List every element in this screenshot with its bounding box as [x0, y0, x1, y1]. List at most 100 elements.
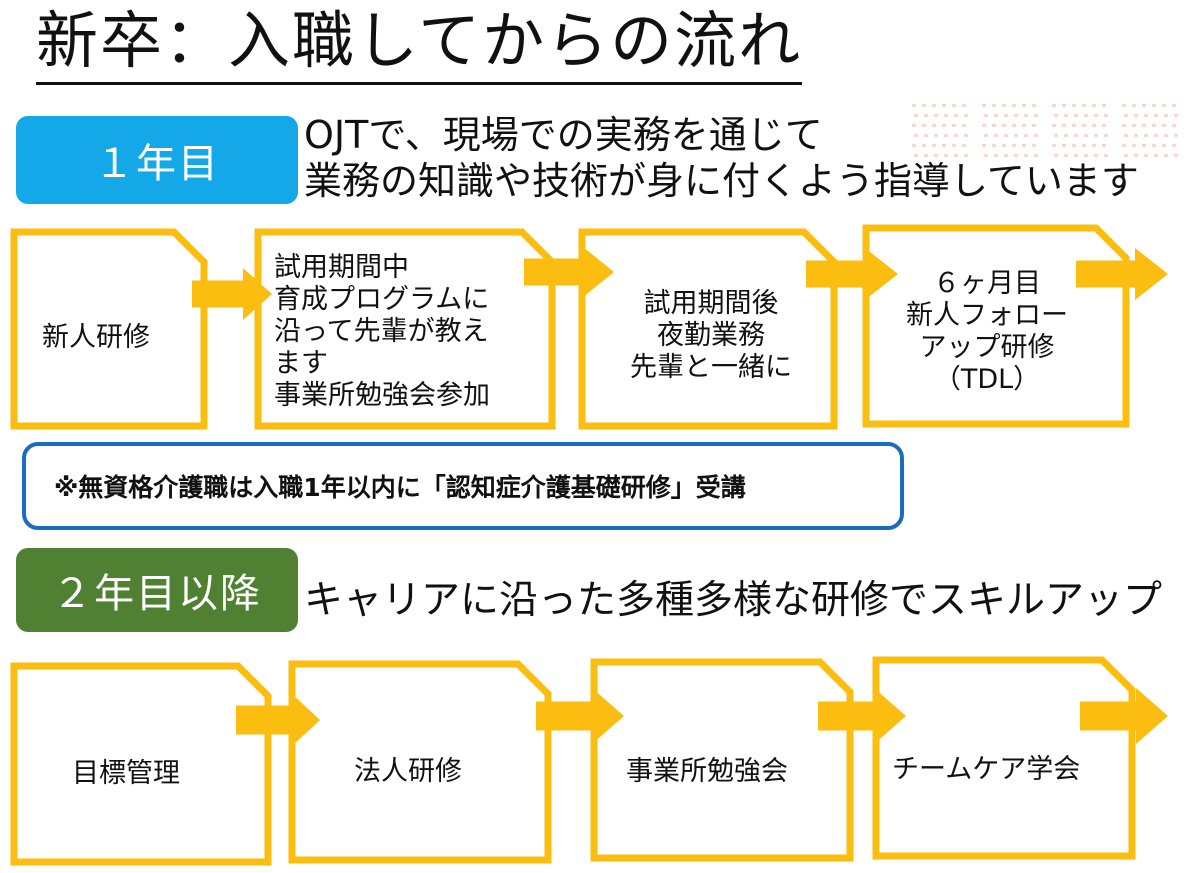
decorative-dot [964, 154, 968, 157]
step-line: 法人研修 [354, 756, 462, 787]
page-title: 新卒：入職してからの流れ [36, 0, 803, 85]
decorative-dot [924, 114, 928, 117]
decorative-dot [994, 114, 998, 117]
decorative-dot [1022, 104, 1026, 107]
decorative-dot [1032, 124, 1036, 127]
decorative-dot [1154, 154, 1158, 157]
decorative-dot [1052, 144, 1056, 147]
decorative-dot [1004, 134, 1008, 137]
decorative-dot [984, 114, 988, 117]
note-box: ※無資格介護職は入職1年以内に「認知症介護基礎研修」受講 [22, 442, 904, 530]
decorative-dot [1162, 124, 1166, 127]
decorative-dot [1102, 124, 1106, 127]
decorative-dot [962, 144, 966, 147]
step-line: 新人フォロー [906, 300, 1068, 331]
decorative-dot [1174, 154, 1178, 157]
decorative-dot [1074, 114, 1078, 117]
decorative-dot [1102, 144, 1106, 147]
decorative-dot [942, 144, 946, 147]
decorative-dot [1082, 124, 1086, 127]
decorative-dot [1132, 104, 1136, 107]
decorative-dot [1054, 154, 1058, 157]
decorative-dot [1152, 144, 1156, 147]
decorative-dot [922, 124, 926, 127]
decorative-dot [1094, 154, 1098, 157]
step-line: 夜勤業務 [657, 320, 765, 351]
decorative-dot [1174, 134, 1178, 137]
decorative-dot [1122, 144, 1126, 147]
decorative-dot [1102, 104, 1106, 107]
decorative-dot [914, 114, 918, 117]
decorative-dot [1122, 124, 1126, 127]
decorative-dot [914, 154, 918, 157]
decorative-dot [1144, 134, 1148, 137]
decorative-dot [1142, 104, 1146, 107]
flow-arrow [192, 268, 272, 320]
flow-arrow [236, 692, 320, 748]
decorative-dot [1154, 134, 1158, 137]
decorative-dot [994, 154, 998, 157]
decorative-dot [1162, 144, 1166, 147]
decorative-dot [934, 134, 938, 137]
decorative-dot [1124, 114, 1128, 117]
step-line: ます [274, 348, 328, 379]
decorative-dot [1034, 114, 1038, 117]
decorative-dot [1004, 114, 1008, 117]
decorative-dot [1034, 154, 1038, 157]
step-line: 目標管理 [72, 758, 180, 789]
year2-step-3-text: 事業所勉強会 [626, 756, 788, 788]
decorative-dot [1062, 104, 1066, 107]
decorative-dot [1002, 124, 1006, 127]
decorative-dot [952, 124, 956, 127]
decorative-dot [1082, 104, 1086, 107]
decorative-dot [1074, 154, 1078, 157]
decorative-dot [982, 104, 986, 107]
decorative-dot [1134, 134, 1138, 137]
decorative-dot [1092, 104, 1096, 107]
decorative-dot [1134, 114, 1138, 117]
decorative-dot [1132, 144, 1136, 147]
decorative-dot [982, 144, 986, 147]
decorative-dot [922, 104, 926, 107]
decorative-dot [914, 134, 918, 137]
decorative-dot [1002, 104, 1006, 107]
flow-arrow [1080, 688, 1168, 744]
decorative-dot [934, 154, 938, 157]
decorative-dot [1172, 144, 1176, 147]
step-line: 事業所勉強会参加 [274, 380, 490, 411]
flow-arrow [806, 248, 898, 300]
decorative-dot [942, 104, 946, 107]
step-line: 試用期間後 [643, 288, 779, 319]
decorative-dot [1062, 124, 1066, 127]
decorative-dot [944, 154, 948, 157]
decorative-dot [1152, 104, 1156, 107]
decorative-dot [1054, 134, 1058, 137]
decorative-dot [954, 154, 958, 157]
decorative-dot [1062, 144, 1066, 147]
decorative-dot [1104, 154, 1108, 157]
decorative-dot [1012, 124, 1016, 127]
decorative-dot [1144, 114, 1148, 117]
decorative-dot [1014, 114, 1018, 117]
decorative-dot [1012, 144, 1016, 147]
year1-description-line: OJTで、現場での実務を通じて [304, 113, 823, 157]
decorative-dot [1144, 154, 1148, 157]
decorative-dot [954, 114, 958, 117]
year1-badge: １年目 [16, 116, 298, 204]
year1-step-3-card [578, 228, 838, 430]
decorative-dot [954, 134, 958, 137]
decorative-dot [1094, 114, 1098, 117]
year2-step-4-text: チームケア学会 [892, 754, 1080, 786]
decorative-dot [982, 124, 986, 127]
decorative-dot [1034, 134, 1038, 137]
decorative-dot [1052, 104, 1056, 107]
decorative-dot [942, 124, 946, 127]
decorative-dot [1124, 134, 1128, 137]
decorative-dot [1064, 154, 1068, 157]
decorative-dot [1032, 144, 1036, 147]
step-line: 先輩と一緒に [630, 352, 792, 383]
decorative-dot [924, 134, 928, 137]
decorative-dot [1122, 104, 1126, 107]
decorative-dot [1104, 114, 1108, 117]
